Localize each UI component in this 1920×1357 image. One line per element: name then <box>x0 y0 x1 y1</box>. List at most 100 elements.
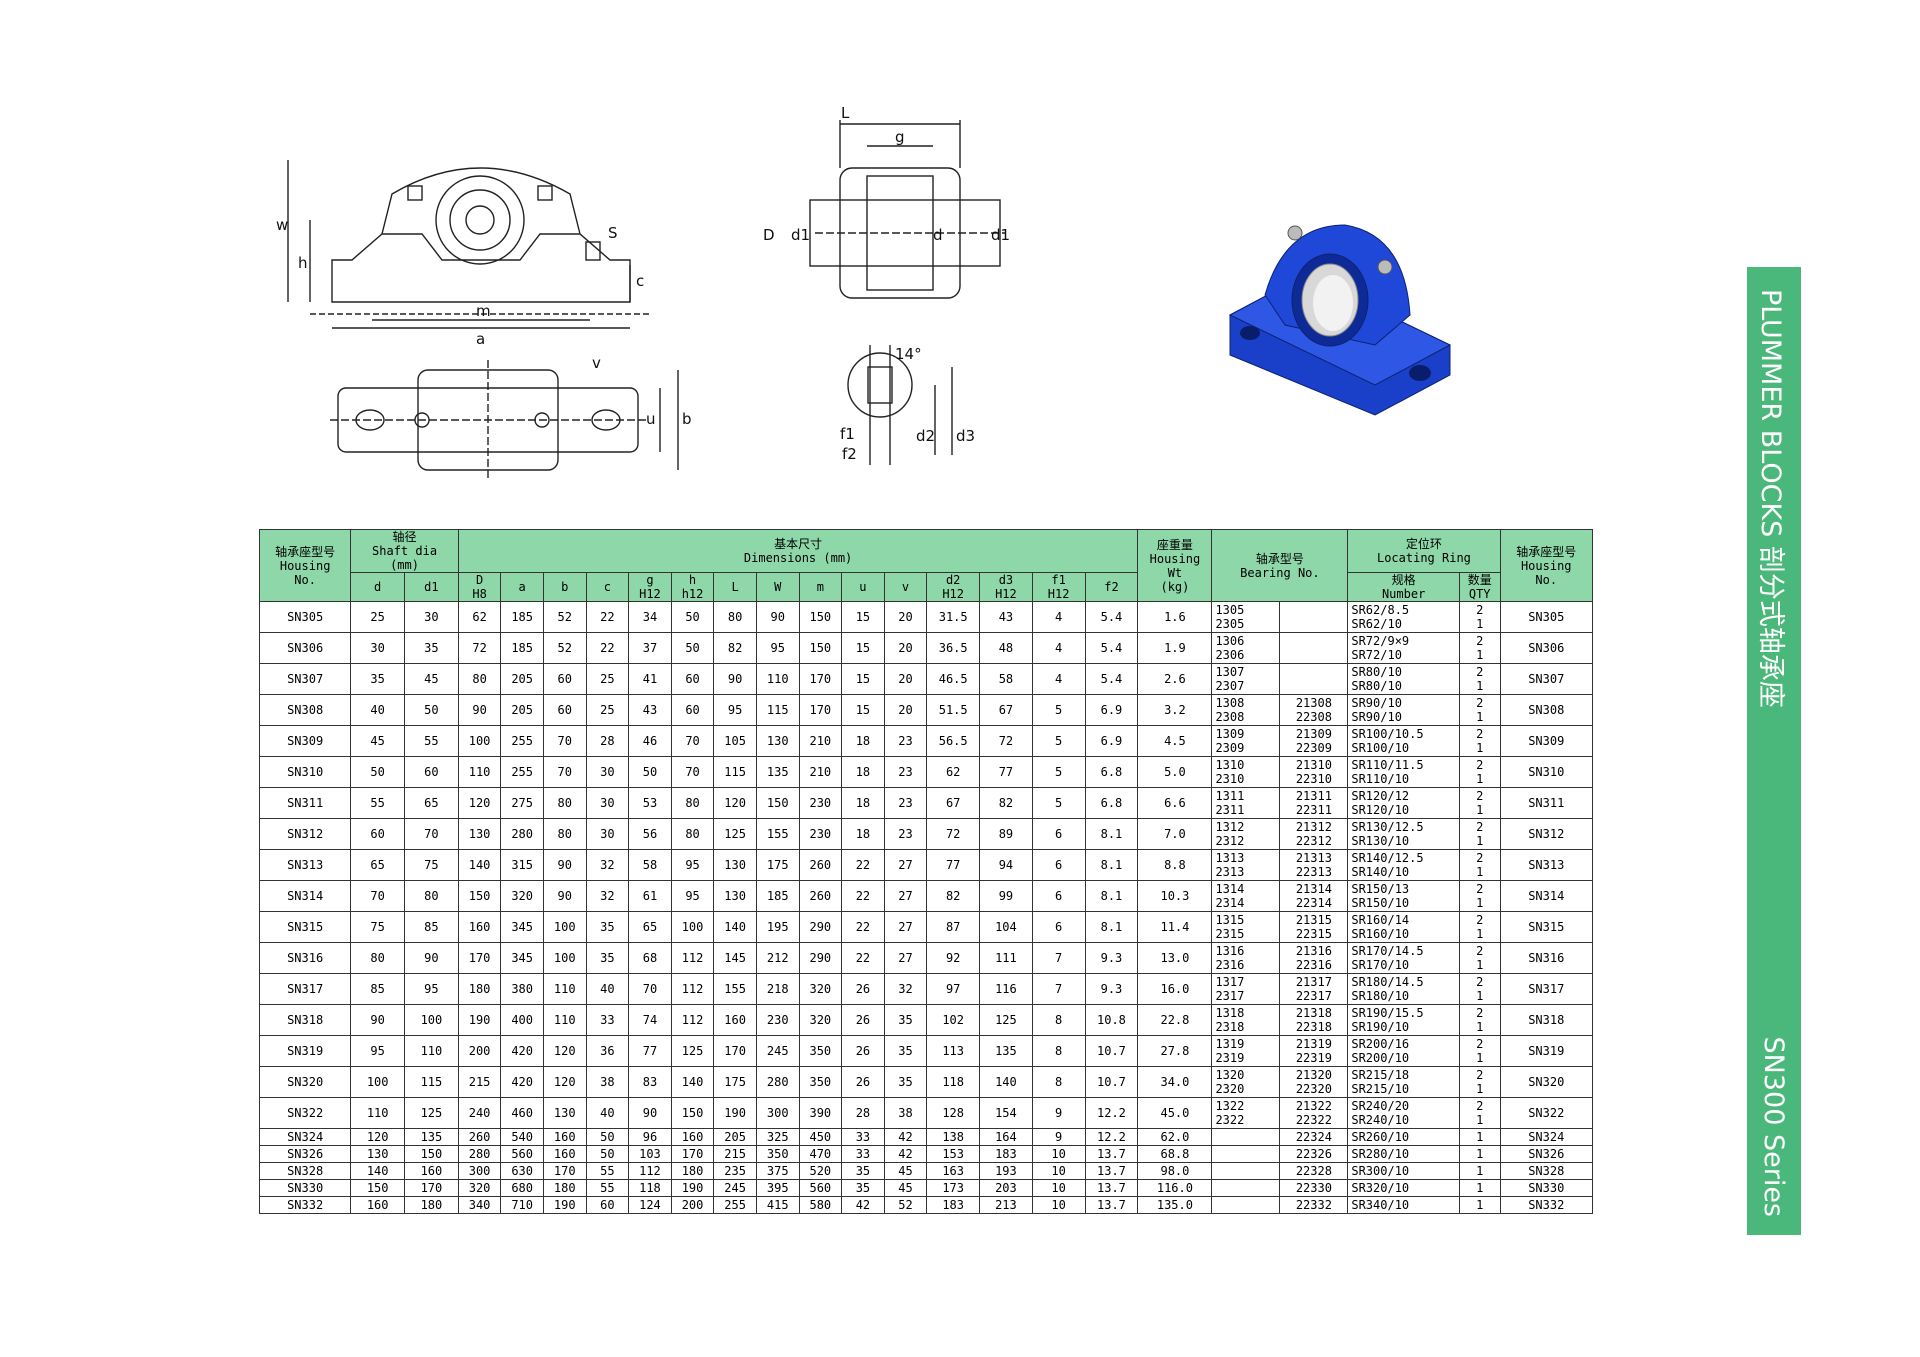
cell-d: 40 <box>350 694 406 726</box>
cell-housing-right: SN307 <box>1499 663 1593 695</box>
cell-wt: 34.0 <box>1137 1066 1213 1098</box>
cell-d3: 94 <box>979 849 1033 881</box>
cell-ring-qty: 1 <box>1458 1179 1501 1197</box>
cell-d1: 35 <box>404 632 459 664</box>
cell-b: 160 <box>542 1128 587 1146</box>
cell-d: 140 <box>350 1162 406 1180</box>
cell-c: 40 <box>585 973 630 1005</box>
cell-v: 23 <box>883 818 928 850</box>
cell-no: SN332 <box>258 1196 352 1214</box>
cell-no: SN313 <box>258 849 352 881</box>
cell-v: 20 <box>883 601 928 633</box>
cell-a: 315 <box>500 849 544 881</box>
cell-f1: 7 <box>1031 942 1086 974</box>
cell-a: 185 <box>500 632 544 664</box>
cell-d1: 50 <box>404 694 459 726</box>
cell-no: SN322 <box>258 1097 352 1129</box>
cell-f2: 8.1 <box>1084 880 1139 912</box>
cell-g: 96 <box>628 1128 672 1146</box>
cell-d2: 97 <box>926 973 981 1005</box>
cell-m: 150 <box>798 601 843 633</box>
cell-no: SN318 <box>258 1004 352 1036</box>
cell-l: 90 <box>713 663 757 695</box>
cell-w: 350 <box>755 1145 800 1163</box>
cell-g: 46 <box>628 725 672 757</box>
cell-l: 140 <box>713 911 757 943</box>
dim-label-a: a <box>476 330 485 348</box>
cell-c: 32 <box>585 849 630 881</box>
cell-u: 18 <box>841 787 885 819</box>
cell-d1: 65 <box>404 787 459 819</box>
cell-l: 155 <box>713 973 757 1005</box>
cell-housing-right: SN311 <box>1499 787 1593 819</box>
cell-wt: 27.8 <box>1137 1035 1213 1067</box>
cell-d3: 48 <box>979 632 1033 664</box>
cell-f2: 13.7 <box>1084 1162 1139 1180</box>
cell-d3: 58 <box>979 663 1033 695</box>
cell-ring-qty: 1 <box>1458 1162 1501 1180</box>
cell-v: 35 <box>883 1066 928 1098</box>
cell-wt: 10.3 <box>1137 880 1213 912</box>
cell-h: 70 <box>670 756 715 788</box>
cell-v: 45 <box>883 1179 928 1197</box>
cell-c: 35 <box>585 942 630 974</box>
cell-bearing-b: 22332 <box>1279 1196 1349 1214</box>
cell-d2: 31.5 <box>926 601 981 633</box>
cell-d2: 163 <box>926 1162 981 1180</box>
subheader-cell: L <box>713 572 757 602</box>
cell-bearing-a <box>1211 1145 1281 1163</box>
cell-b: 120 <box>542 1066 587 1098</box>
cell-l: 120 <box>713 787 757 819</box>
cell-c: 55 <box>585 1162 630 1180</box>
dim-label-d1-left: d1 <box>791 226 810 244</box>
cell-w: 185 <box>755 880 800 912</box>
cell-housing-right: SN315 <box>1499 911 1593 943</box>
cell-w: 110 <box>755 663 800 695</box>
subheader-cell: W <box>755 572 800 602</box>
cell-wt: 3.2 <box>1137 694 1213 726</box>
cell-d3: 43 <box>979 601 1033 633</box>
cell-d: 62 <box>457 601 502 633</box>
cell-m: 560 <box>798 1179 843 1197</box>
cell-h: 190 <box>670 1179 715 1197</box>
cell-f2: 12.2 <box>1084 1097 1139 1129</box>
cell-v: 35 <box>883 1035 928 1067</box>
cell-d1: 80 <box>404 880 459 912</box>
cell-housing-right: SN328 <box>1499 1162 1593 1180</box>
cell-h: 95 <box>670 880 715 912</box>
cell-d3: 125 <box>979 1004 1033 1036</box>
cell-u: 26 <box>841 973 885 1005</box>
cell-wt: 7.0 <box>1137 818 1213 850</box>
cell-c: 30 <box>585 756 630 788</box>
cell-d: 110 <box>457 756 502 788</box>
cell-m: 260 <box>798 880 843 912</box>
cell-u: 28 <box>841 1097 885 1129</box>
cell-v: 20 <box>883 663 928 695</box>
cell-u: 15 <box>841 663 885 695</box>
cell-v: 27 <box>883 880 928 912</box>
cell-a: 185 <box>500 601 544 633</box>
cell-f2: 6.9 <box>1084 694 1139 726</box>
cell-f2: 5.4 <box>1084 601 1139 633</box>
cell-w: 135 <box>755 756 800 788</box>
cell-f1: 9 <box>1031 1128 1086 1146</box>
cell-w: 130 <box>755 725 800 757</box>
cell-b: 170 <box>542 1162 587 1180</box>
cell-f1: 5 <box>1031 694 1086 726</box>
